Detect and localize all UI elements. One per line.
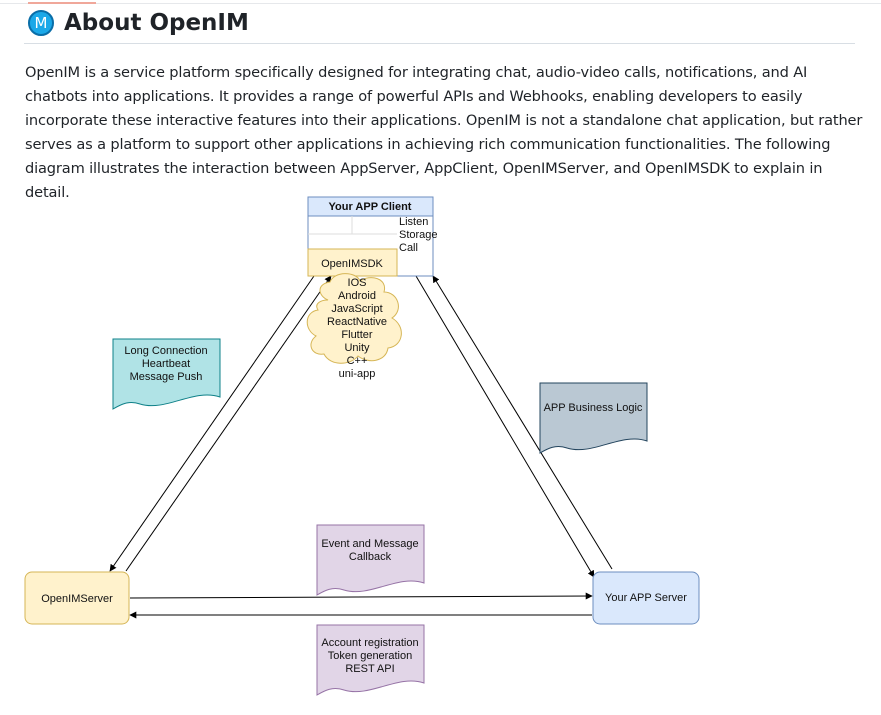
feature-storage: Storage	[399, 229, 438, 241]
feature-listen: Listen	[399, 216, 428, 228]
platform-label: uni-app	[339, 368, 376, 380]
page-title: About OpenIM	[64, 10, 249, 36]
platform-label: IOS	[348, 277, 367, 289]
intro-line: diagram illustrates the interaction betw…	[25, 160, 823, 201]
business-logic-label: APP Business Logic	[544, 402, 643, 414]
token-generation-label: Token generation	[328, 650, 412, 662]
platform-label: C++	[347, 355, 368, 367]
long-connection-note: Long Connection Heartbeat Message Push	[112, 338, 221, 410]
openimsdk-label: OpenIMSDK	[321, 258, 383, 270]
intro-line: chatbots into applications. It provides …	[25, 88, 803, 105]
app-client-box: Your APP Client Listen Storage Call Open…	[307, 196, 438, 277]
arrow-client-to-appserver	[415, 275, 595, 578]
intro-line: OpenIM is a service platform specificall…	[25, 64, 808, 81]
intro-paragraph: OpenIM is a service platform specificall…	[25, 61, 865, 205]
business-logic-note: APP Business Logic	[539, 382, 648, 454]
page-header: M About OpenIM	[28, 8, 249, 38]
account-registration-label: Account registration	[321, 637, 418, 649]
arrow-server-to-client	[125, 275, 332, 572]
feature-call: Call	[399, 242, 418, 254]
openim-server-box: OpenIMServer	[24, 571, 130, 625]
heartbeat-label: Heartbeat	[142, 358, 190, 370]
rest-api-label: REST API	[345, 663, 394, 675]
platforms-cloud: IOS Android JavaScript ReactNative Flutt…	[306, 273, 402, 380]
title-underline	[24, 43, 855, 44]
top-divider	[0, 3, 881, 4]
platform-label: Unity	[344, 342, 370, 354]
platform-label: Flutter	[341, 329, 373, 341]
app-server-label: Your APP Server	[605, 592, 687, 604]
app-server-box: Your APP Server	[592, 571, 700, 625]
platform-label: ReactNative	[327, 316, 387, 328]
callback-note: Event and Message Callback	[316, 524, 425, 596]
intro-line: incorporate these interactive features i…	[25, 112, 863, 129]
intro-line: serves as a platform to support other ap…	[25, 136, 831, 153]
rest-api-note: Account registration Token generation RE…	[316, 624, 425, 696]
arrow-appserver-to-client	[432, 275, 613, 570]
platform-label: JavaScript	[331, 303, 382, 315]
arrow-imserver-to-appserver	[129, 592, 593, 600]
platform-label: Android	[338, 290, 376, 302]
message-push-label: Message Push	[130, 371, 203, 383]
arrow-client-to-server	[109, 275, 315, 572]
app-client-title: Your APP Client	[329, 201, 412, 213]
openim-logo-icon: M	[28, 10, 54, 36]
callback-label: Event and Message	[321, 538, 418, 550]
connection-arrows	[109, 275, 613, 619]
openimsdk-box	[307, 248, 398, 277]
active-tab-indicator	[28, 2, 96, 4]
openim-server-label: OpenIMServer	[41, 593, 113, 605]
long-connection-label: Long Connection	[124, 345, 207, 357]
callback-label: Callback	[349, 551, 392, 563]
